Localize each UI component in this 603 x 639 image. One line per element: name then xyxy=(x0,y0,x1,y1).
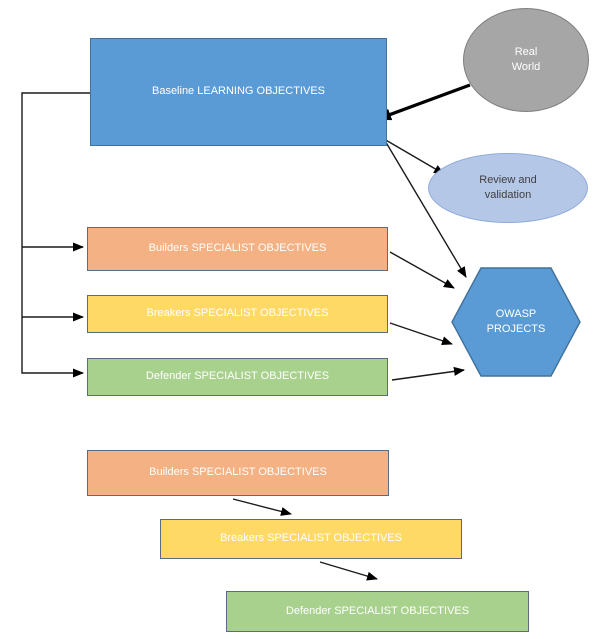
edge-baseline-to-review xyxy=(383,138,445,175)
hexagon-label: OWASP PROJECTS xyxy=(486,307,546,335)
node-review-and-validation: Review and validation xyxy=(428,153,588,223)
node-breakers-specialist-objectives: Breakers SPECIALIST OBJECTIVES xyxy=(87,295,388,333)
node-real-world: Real World xyxy=(463,8,589,112)
node-owasp-projects: OWASP PROJECTS xyxy=(451,267,581,377)
edge-breakers-to-owasp xyxy=(389,322,453,346)
edge-realworld-to-baseline xyxy=(376,83,471,121)
node-defender-specialist-objectives: Defender SPECIALIST OBJECTIVES xyxy=(87,358,388,396)
edge-breakers2-to-defender2 xyxy=(319,561,378,581)
edge-baseline-to-defender xyxy=(21,92,90,378)
node-baseline-learning-objectives: Baseline LEARNING OBJECTIVES xyxy=(90,38,387,146)
hexagon-shape xyxy=(451,267,581,377)
node-builders-specialist-objectives: Builders SPECIALIST OBJECTIVES xyxy=(87,227,388,271)
node-builders-specialist-objectives-2: Builders SPECIALIST OBJECTIVES xyxy=(87,450,389,496)
node-breakers-specialist-objectives-2: Breakers SPECIALIST OBJECTIVES xyxy=(160,519,462,559)
node-defender-specialist-objectives-2: Defender SPECIALIST OBJECTIVES xyxy=(226,591,529,632)
edge-builders-to-owasp xyxy=(389,251,455,289)
edge-builders2-to-breakers2 xyxy=(232,498,292,516)
